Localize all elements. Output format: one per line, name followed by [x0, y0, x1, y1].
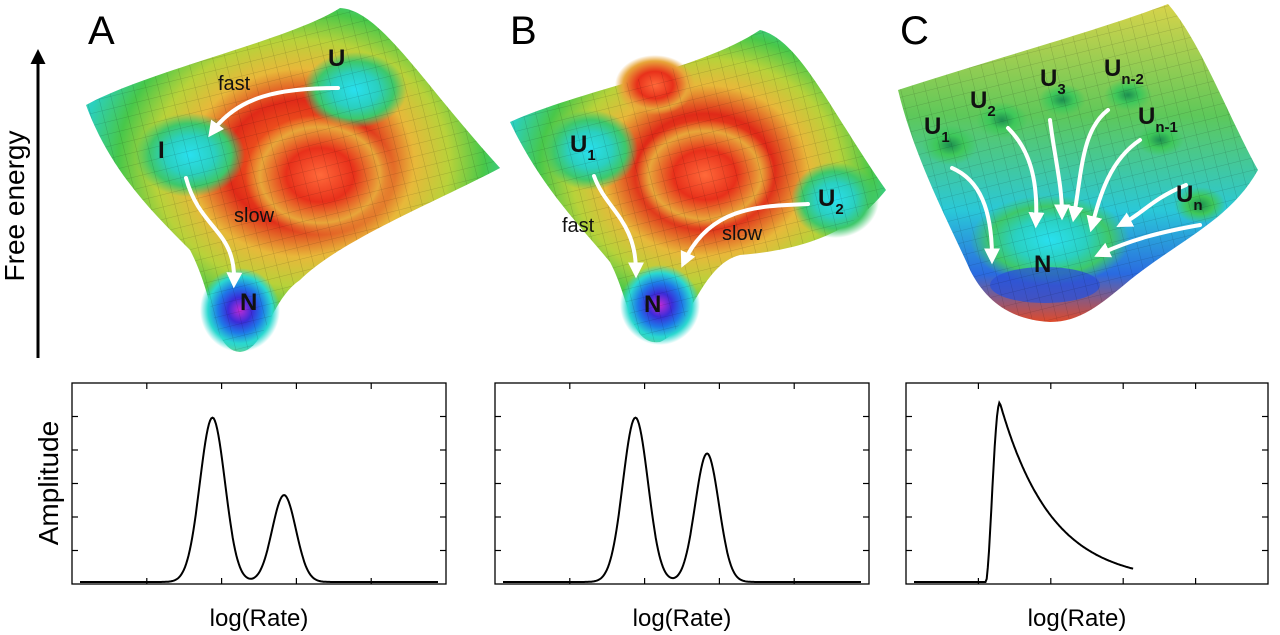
plot-a-curve [80, 416, 438, 583]
arrow-u2-to-n [680, 202, 810, 268]
path-label-slow-a: slow [234, 205, 275, 227]
plot-c: log(Rate) [905, 382, 1269, 632]
panel-letter-c: C [900, 9, 929, 53]
arrow-u3-to-n-c [1048, 118, 1070, 221]
arrow-i-to-n [184, 176, 243, 289]
arrow-u1-to-n-c [950, 166, 1000, 265]
state-n-b: N [644, 291, 661, 318]
plot-c-curve [914, 400, 1134, 583]
plot-a-ticks [72, 383, 446, 584]
state-n-a: N [240, 289, 257, 316]
state-u1-c: U1 [924, 113, 950, 146]
path-label-fast-a: fast [218, 73, 251, 95]
state-n-c: N [1034, 251, 1051, 278]
path-label-fast-b: fast [562, 215, 595, 237]
landscape-a [86, 8, 500, 352]
state-u2-c: U2 [970, 87, 996, 120]
arrow-un1-to-n-c [1086, 138, 1142, 233]
landscape-c [898, 4, 1258, 322]
amplitude-label: Amplitude [33, 421, 64, 546]
plot-b-xlabel: log(Rate) [633, 605, 732, 632]
free-energy-label: Free energy [0, 131, 30, 282]
landscape-b [510, 30, 886, 345]
state-u2-b: U2 [818, 185, 844, 218]
plot-c-ticks [906, 383, 1268, 584]
state-u-a: U [328, 45, 345, 72]
state-un-c: Un [1176, 181, 1203, 214]
state-u3-c: U3 [1040, 65, 1066, 98]
arrow-u-to-i [208, 86, 340, 138]
arrow-un-to-n-c [1116, 183, 1188, 227]
arrow-un2-to-n-c [1067, 108, 1110, 223]
state-un2-c: Un-2 [1104, 55, 1144, 88]
plot-c-xlabel: log(Rate) [1028, 605, 1127, 632]
state-i-a: I [158, 137, 165, 164]
path-label-slow-b: slow [722, 223, 763, 245]
arrow-u2-to-n-c [1006, 126, 1045, 229]
panel-letter-a: A [88, 9, 115, 53]
panel-letter-b: B [510, 9, 537, 53]
plot-a-xlabel: log(Rate) [210, 605, 309, 632]
plot-a: log(Rate) [71, 382, 447, 632]
arrow-un-bottom-c [1094, 223, 1202, 258]
state-u1-b: U1 [570, 131, 596, 164]
plot-b-curve [503, 416, 861, 583]
plot-b: log(Rate) [494, 382, 870, 632]
plot-b-ticks [495, 383, 869, 584]
state-un1-c: Un-1 [1138, 103, 1178, 136]
arrow-u1-to-n [592, 174, 644, 279]
